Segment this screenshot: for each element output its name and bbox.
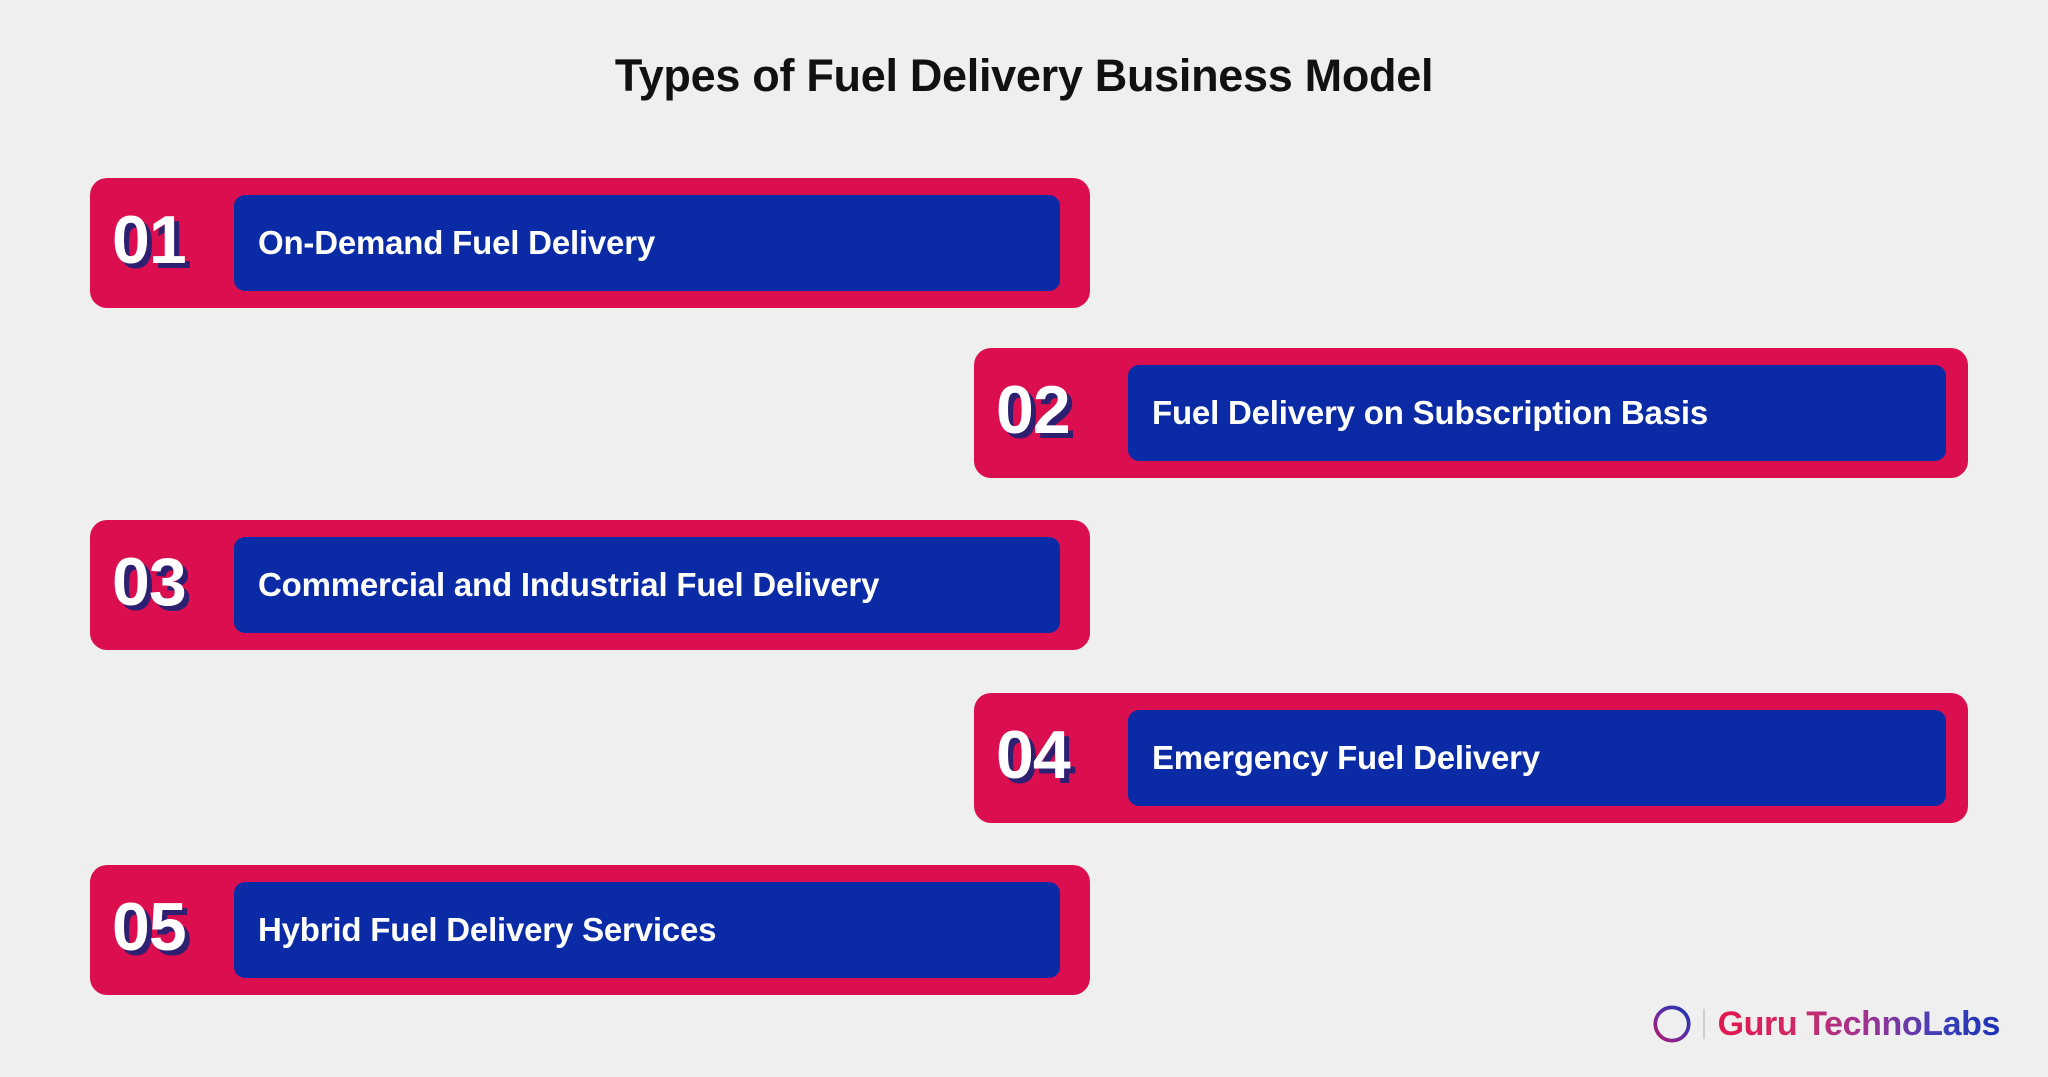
item-label: Hybrid Fuel Delivery Services <box>258 911 717 948</box>
brand-logo[interactable]: Guru TechnoLabs <box>1652 1001 2000 1047</box>
item-number-badge: 01 <box>112 202 187 278</box>
item-number-badge: 02 <box>996 372 1071 448</box>
list-item-02[interactable]: 02 Fuel Delivery on Subscription Basis <box>974 348 1968 478</box>
page-title: Types of Fuel Delivery Business Model <box>614 50 1434 101</box>
list-item-05[interactable]: 05 Hybrid Fuel Delivery Services <box>90 865 1090 995</box>
item-label-bar: Emergency Fuel Delivery <box>1128 710 1946 806</box>
brand-divider <box>1702 1009 1705 1039</box>
list-item-04[interactable]: 04 Emergency Fuel Delivery <box>974 693 1968 823</box>
list-item-01[interactable]: 01 On-Demand Fuel Delivery <box>90 178 1090 308</box>
item-label: Fuel Delivery on Subscription Basis <box>1152 394 1708 431</box>
item-label-bar: Commercial and Industrial Fuel Delivery <box>234 537 1060 633</box>
item-number-badge: 05 <box>112 889 187 965</box>
item-label-bar: Hybrid Fuel Delivery Services <box>234 882 1060 978</box>
brand-name: Guru TechnoLabs <box>1717 1005 2001 1043</box>
item-label: Commercial and Industrial Fuel Delivery <box>258 566 880 603</box>
item-label-bar: Fuel Delivery on Subscription Basis <box>1128 365 1946 461</box>
item-number-badge: 04 <box>996 717 1071 793</box>
item-label: Emergency Fuel Delivery <box>1152 739 1540 776</box>
list-item-03[interactable]: 03 Commercial and Industrial Fuel Delive… <box>90 520 1090 650</box>
guru-technolabs-monogram-icon <box>1653 1005 1691 1043</box>
item-label: On-Demand Fuel Delivery <box>258 224 656 261</box>
item-label-bar: On-Demand Fuel Delivery <box>234 195 1060 291</box>
item-number-badge: 03 <box>112 544 187 620</box>
